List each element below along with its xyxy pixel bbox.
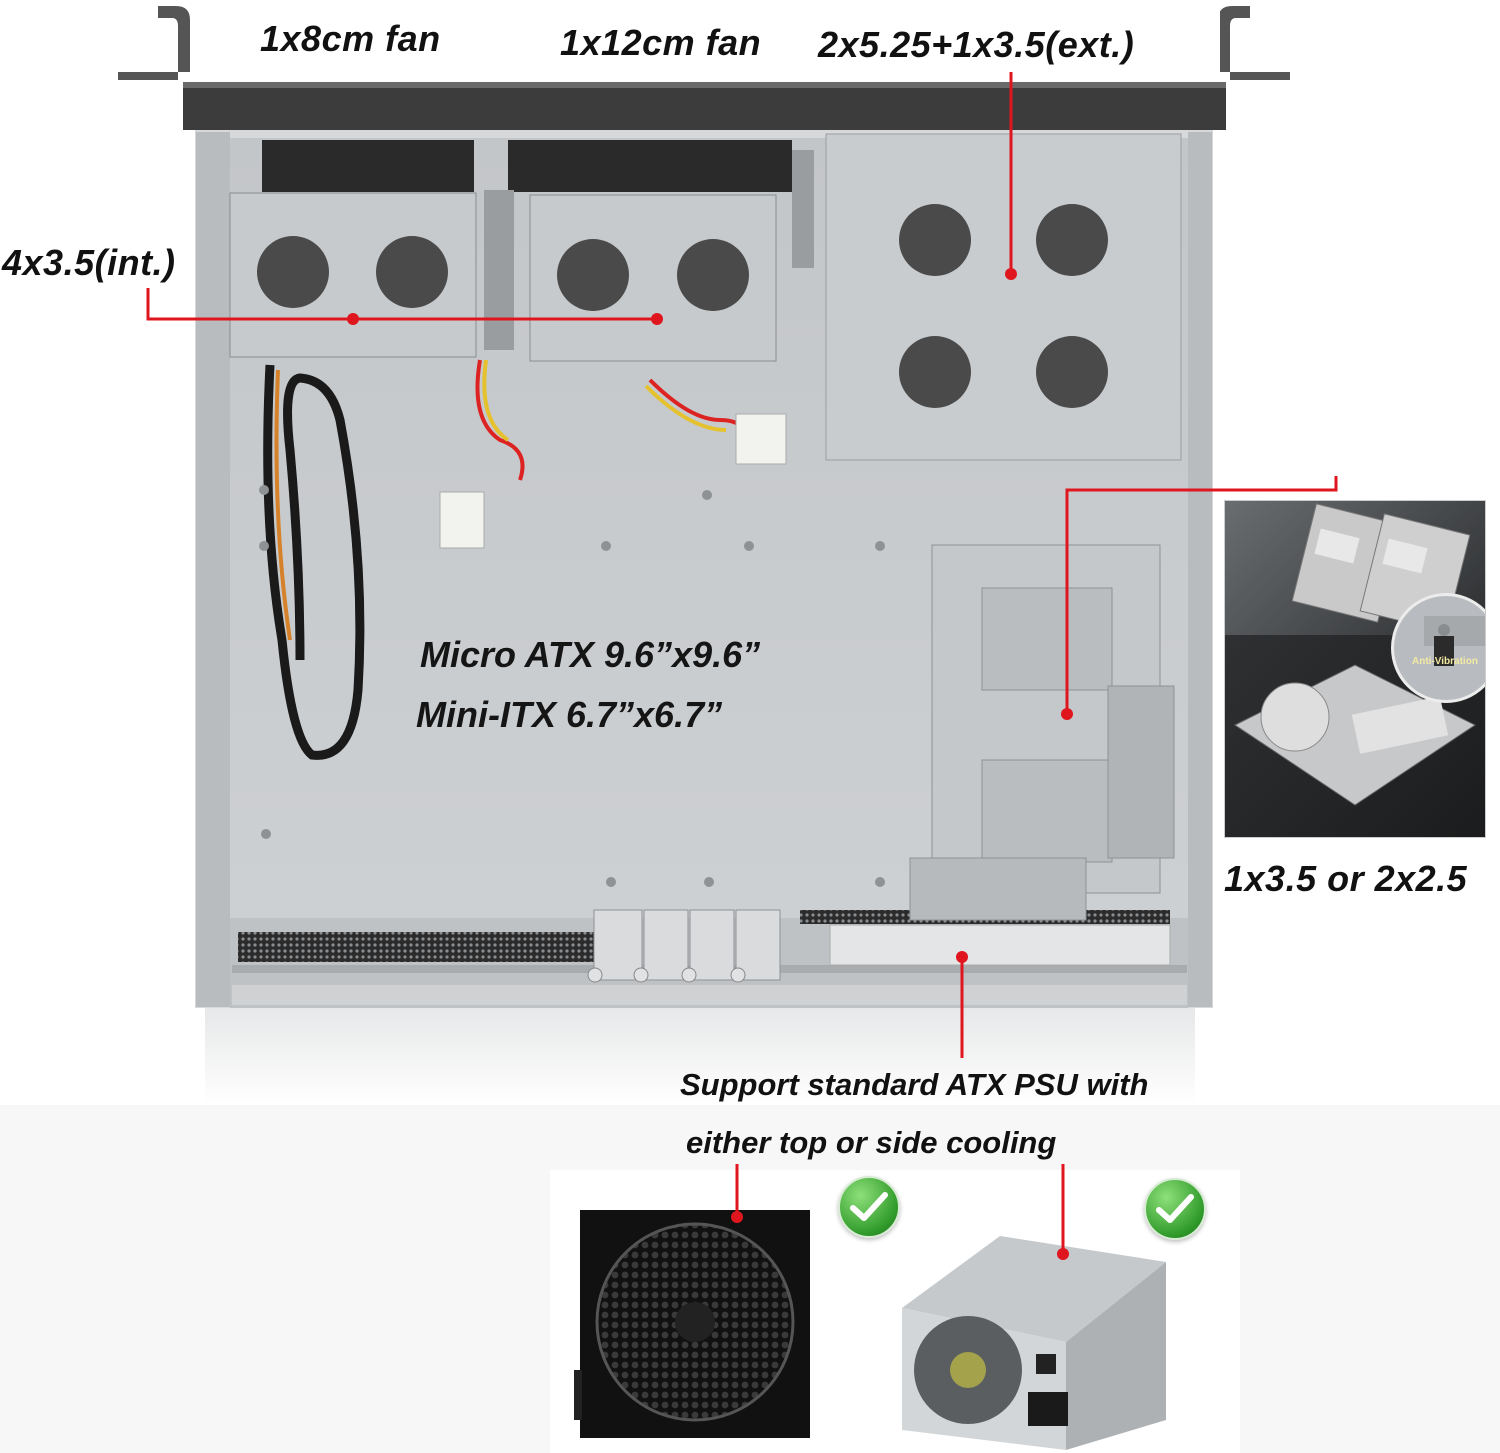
anti-vibration-label: Anti-Vibration	[1412, 656, 1478, 667]
check-icon	[838, 1176, 900, 1238]
internal-bays-label: 4x3.5(int.)	[2, 242, 176, 283]
psu-support-line-1: Support standard ATX PSU with	[680, 1067, 1149, 1102]
anti-vibration-magnifier: Anti-Vibration	[1391, 593, 1485, 703]
micro-atx-label: Micro ATX 9.6”x9.6”	[420, 634, 761, 675]
check-icon	[1144, 1178, 1206, 1240]
fan-12cm-label: 1x12cm fan	[560, 22, 762, 63]
two-2-5-drives-photo	[1225, 501, 1485, 635]
fan-8cm-label: 1x8cm fan	[260, 18, 441, 59]
psu-support-line-2: either top or side cooling	[686, 1125, 1057, 1160]
mini-itx-label: Mini-ITX 6.7”x6.7”	[416, 694, 723, 735]
hdd-option-label: 1x3.5 or 2x2.5	[1224, 858, 1468, 899]
hdd-inset-photo: Anti-Vibration	[1224, 500, 1486, 838]
external-bays-label: 2x5.25+1x3.5(ext.)	[818, 24, 1135, 65]
